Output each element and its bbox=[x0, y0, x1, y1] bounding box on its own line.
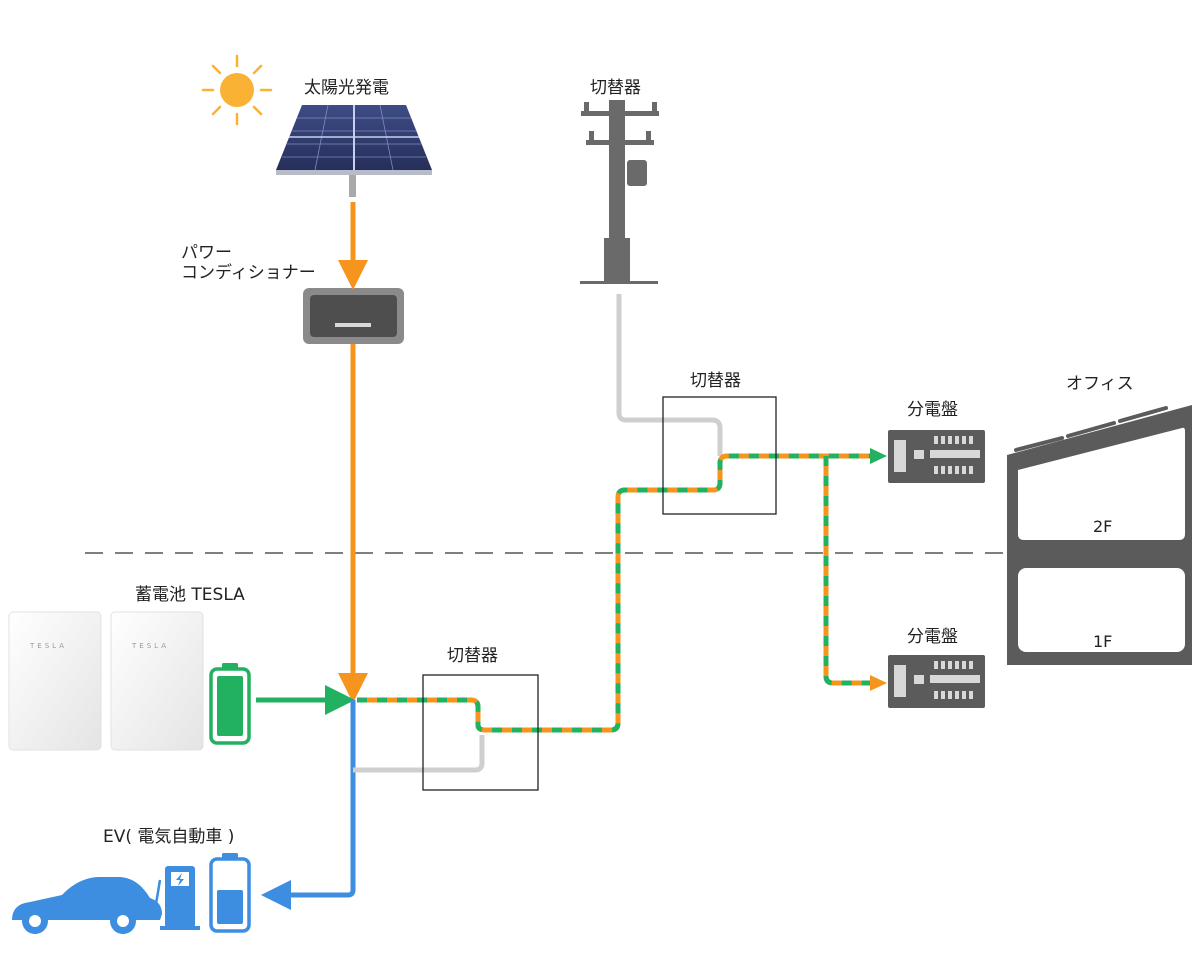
lower-panel-label: 分電盤 bbox=[907, 627, 958, 647]
battery-label: 蓄電池 TESLA bbox=[135, 585, 245, 605]
ev-car-icon bbox=[12, 877, 162, 934]
mid-switch-label: 切替器 bbox=[690, 371, 741, 391]
powerwall-brand-left: TESLA bbox=[29, 642, 67, 650]
pcs-label-line2: コンディショナー bbox=[181, 262, 316, 283]
floor-2-label: 2F bbox=[1093, 517, 1112, 536]
low-switch-label: 切替器 bbox=[447, 646, 498, 666]
solar-panel-icon bbox=[276, 104, 432, 197]
battery-half-icon bbox=[209, 853, 251, 933]
powerwall-brand-right: TESLA bbox=[131, 642, 169, 650]
charger-icon bbox=[160, 866, 200, 930]
distribution-board-icon bbox=[888, 655, 985, 708]
power-conditioner-icon bbox=[303, 288, 404, 344]
charge-cable bbox=[147, 879, 162, 913]
distribution-board-icon bbox=[888, 430, 985, 483]
office-label: オフィス bbox=[1066, 374, 1134, 394]
junction-to-ev-flow bbox=[261, 700, 356, 910]
sun-icon bbox=[201, 54, 273, 126]
grid-feed-line bbox=[616, 294, 723, 456]
utility-pole-icon bbox=[580, 100, 659, 284]
arrow-to-upper-panel bbox=[870, 448, 887, 464]
office-building-icon bbox=[1007, 405, 1192, 665]
floor-1-label: 1F bbox=[1093, 632, 1112, 651]
low-switch-bypass bbox=[353, 735, 485, 773]
low-switch-box bbox=[422, 674, 539, 791]
mixed-power-route bbox=[357, 453, 872, 733]
tesla-powerwall-icon: TESLA TESLA bbox=[8, 611, 204, 751]
solar-label: 太陽光発電 bbox=[304, 78, 389, 98]
mid-switch-box bbox=[662, 396, 777, 515]
grid-switch-label: 切替器 bbox=[590, 78, 641, 98]
pcs-label-line1: パワー bbox=[181, 243, 232, 263]
upper-panel-label: 分電盤 bbox=[907, 400, 958, 420]
ev-label: EV( 電気自動車 ) bbox=[103, 827, 234, 847]
battery-charged-icon bbox=[209, 663, 251, 745]
arrow-to-lower-panel bbox=[870, 675, 887, 691]
